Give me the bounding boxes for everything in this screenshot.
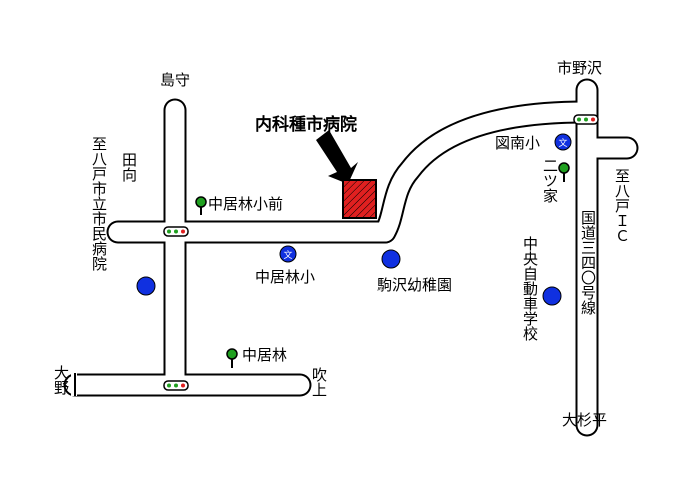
label-tamukai: 田向 xyxy=(120,152,138,182)
label-osugitai: 大杉平 xyxy=(562,411,608,429)
label-oono: 大野 xyxy=(52,365,70,395)
hospital-arrow xyxy=(316,130,358,184)
bus-stop-icon xyxy=(226,348,238,368)
svg-text:文: 文 xyxy=(283,249,292,261)
label-hachinohe-ic: 至八戸ＩＣ xyxy=(613,168,631,243)
road-fills xyxy=(65,80,637,435)
label-chuo-school: 中央自動車学校 xyxy=(521,236,569,352)
label-national-route: 国道三四〇号線 xyxy=(579,210,597,315)
school-icon: 文 xyxy=(279,245,297,263)
label-nakaibayashi: 中居林 xyxy=(242,346,288,364)
bus-stop-icon xyxy=(195,196,207,215)
hospital-name: 内科種市病院 xyxy=(255,115,357,135)
bus-stop-icon xyxy=(558,162,570,182)
landmark-dot-icon xyxy=(136,276,156,296)
label-tonan-sho: 図南小 xyxy=(495,134,541,152)
school-icon: 文 xyxy=(554,133,572,151)
label-nakaibayashi-sho: 中居林小 xyxy=(255,268,316,286)
traffic-signal-icon xyxy=(573,114,599,125)
svg-text:文: 文 xyxy=(558,137,567,149)
label-fukiage: 吹上 xyxy=(310,367,328,397)
traffic-signal-icon xyxy=(163,226,189,237)
label-nakaibayashi-shomae: 中居林小前 xyxy=(208,195,284,213)
label-hachinohe-hospital: 至八戸市立市民病院 xyxy=(90,136,108,271)
landmark-dot-icon xyxy=(381,249,401,269)
label-futatsuya: 二ツ家 xyxy=(541,158,559,203)
label-komazawa-yochien: 駒沢幼稚園 xyxy=(377,276,453,294)
traffic-signal-icon xyxy=(163,380,189,391)
label-chuo-school-text: 中央自動車学校 xyxy=(521,236,539,341)
road-end-caps xyxy=(71,373,77,396)
hospital-marker xyxy=(342,179,377,219)
label-shimamori: 島守 xyxy=(160,71,191,89)
label-ichinosawa: 市野沢 xyxy=(557,59,603,77)
landmark-dot-icon xyxy=(542,286,562,306)
